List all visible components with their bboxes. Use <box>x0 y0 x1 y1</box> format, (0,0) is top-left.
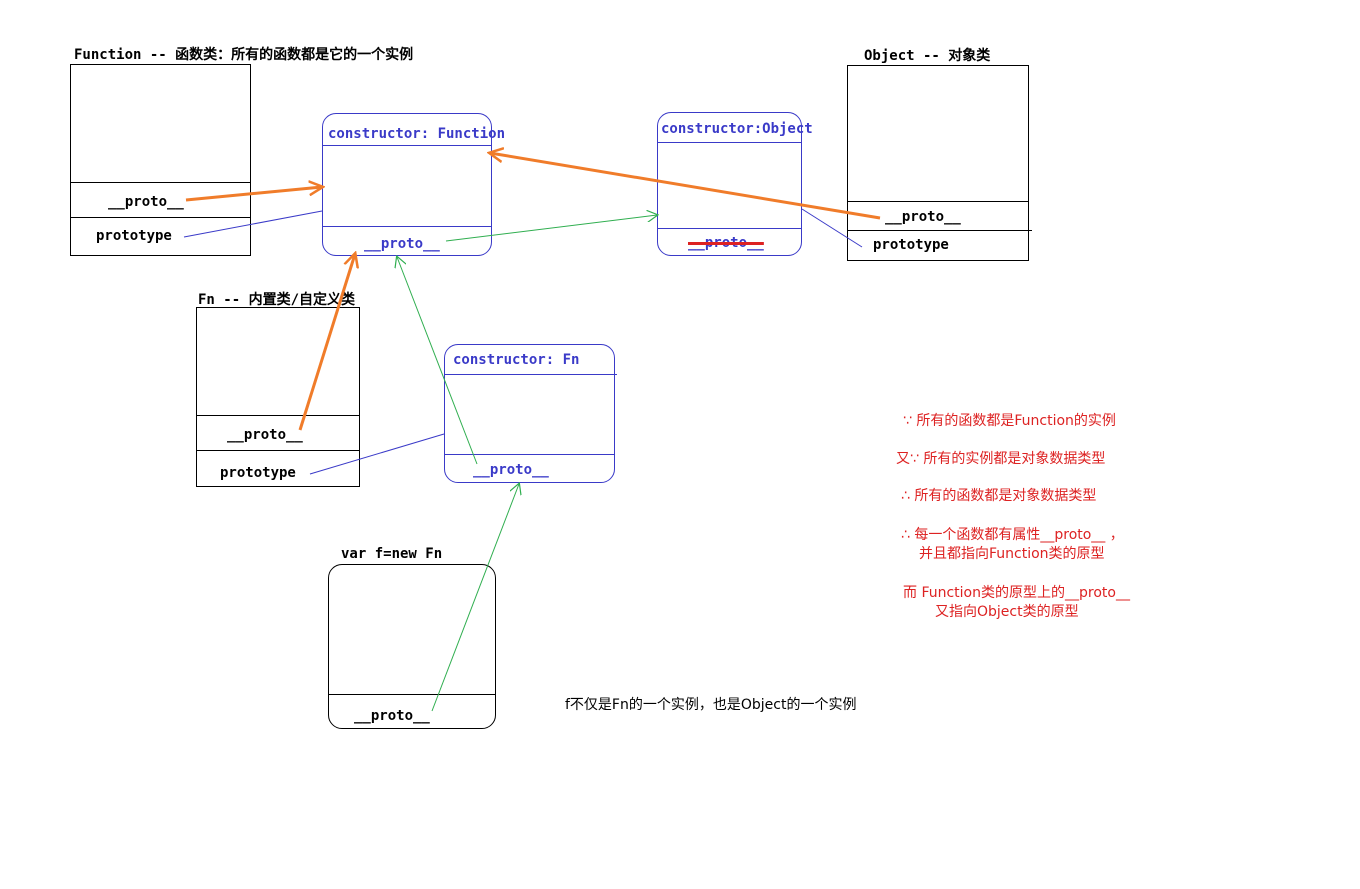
function-class-prototype: prototype <box>96 228 172 244</box>
object-class-prototype: prototype <box>873 237 949 253</box>
note-line-4a: ∴ 每一个函数都有属性__proto__ ， <box>901 527 1124 543</box>
note-line-5a: 而 Function类的原型上的__proto__ <box>903 585 1130 601</box>
divider <box>197 450 359 451</box>
function-prototype-link <box>183 210 323 238</box>
fn-class-box: __proto__ prototype <box>196 307 360 487</box>
fn-class-proto: __proto__ <box>227 427 303 443</box>
note-line-4b: 并且都指向Function类的原型 <box>919 546 1105 562</box>
object-class-box: __proto__ prototype <box>847 65 1032 261</box>
function-prototype-proto: __proto__ <box>364 236 440 252</box>
divider <box>445 454 614 455</box>
function-class-proto: __proto__ <box>108 194 184 210</box>
divider <box>71 217 250 218</box>
divider <box>658 228 801 229</box>
function-prototype-proto-arrow <box>445 215 657 242</box>
divider <box>197 415 359 416</box>
divider <box>323 145 491 146</box>
divider <box>329 694 495 695</box>
divider <box>658 142 801 143</box>
object-prototype-link <box>801 208 863 248</box>
note-line-5b: 又指向Object类的原型 <box>935 604 1079 620</box>
instance-proto: __proto__ <box>354 708 430 724</box>
divider <box>848 230 1032 231</box>
fn-class-proto-arrow <box>298 254 355 431</box>
fn-prototype-proto: __proto__ <box>473 462 549 478</box>
note-line-1: ∵ 所有的函数都是Function的实例 <box>903 413 1116 429</box>
divider <box>71 182 250 183</box>
object-prototype-constructor: constructor:Object <box>661 121 813 137</box>
function-class-proto-arrow <box>185 187 322 202</box>
function-class-title: Function -- 函数类：所有的函数都是它的一个实例 <box>74 47 414 63</box>
fn-prototype-box: constructor: Fn __proto__ <box>444 344 617 483</box>
fn-prototype-link <box>309 433 445 475</box>
instance-box: __proto__ <box>328 564 496 729</box>
divider <box>323 226 491 227</box>
note-line-3: ∴ 所有的函数都是对象数据类型 <box>901 488 1097 504</box>
object-class-proto: __proto__ <box>885 209 961 225</box>
fn-prototype-constructor: constructor: Fn <box>453 352 580 368</box>
fn-class-title: Fn -- 内置类/自定义类 <box>198 292 356 308</box>
instance-caption: f不仅是Fn的一个实例，也是Object的一个实例 <box>565 697 857 713</box>
object-class-title: Object -- 对象类 <box>864 48 991 64</box>
divider <box>445 374 617 375</box>
object-prototype-proto-struck: __proto__ <box>688 235 764 251</box>
instance-proto-arrow <box>431 484 519 712</box>
note-line-2: 又∵ 所有的实例都是对象数据类型 <box>896 451 1106 467</box>
object-class-proto-arrow <box>490 153 881 220</box>
object-prototype-box: constructor:Object __proto__ <box>657 112 813 256</box>
divider <box>848 201 1028 202</box>
instance-title: var f=new Fn <box>341 546 443 562</box>
function-prototype-box: constructor: Function __proto__ <box>322 113 505 256</box>
function-class-box: __proto__ prototype <box>70 64 251 256</box>
fn-class-prototype: prototype <box>220 465 296 481</box>
fn-prototype-proto-arrow <box>397 257 478 465</box>
function-prototype-constructor: constructor: Function <box>328 126 506 142</box>
